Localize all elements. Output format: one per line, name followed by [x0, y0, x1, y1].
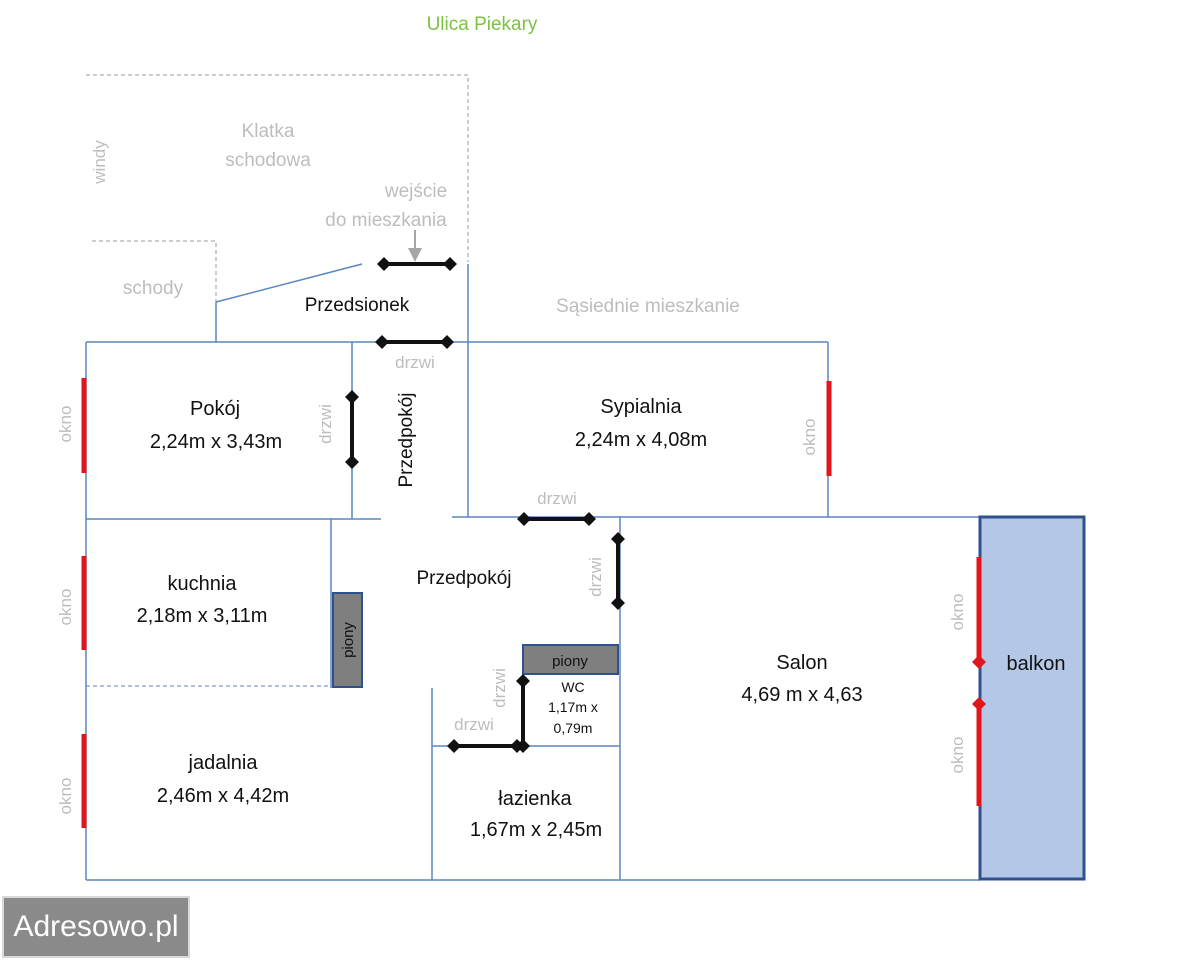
bedroom-name: Sypialnia [600, 396, 682, 418]
vestibule-label: Przedsionek [305, 295, 410, 316]
door-vestibule [375, 335, 454, 349]
door-pokoj [345, 390, 359, 469]
riser-kitchen-label: piony [340, 622, 357, 658]
door-label-vestibule: drzwi [395, 353, 435, 372]
door-label-bathroom: drzwi [454, 715, 494, 734]
wc-size-line2: 0,79m [554, 720, 593, 736]
window-label-bedroom: okno [800, 419, 819, 456]
doors [345, 257, 625, 753]
hall-vertical-label: Przedpokój [396, 392, 417, 487]
window-label-salon-top: okno [948, 594, 967, 631]
salon-name: Salon [776, 652, 827, 674]
watermark-text: Adresowo.pl [13, 910, 179, 943]
window-label-pokoj: okno [56, 406, 75, 443]
stairwell-outline [86, 74, 469, 302]
balcony [978, 515, 1086, 881]
balcony-label: balkon [1007, 653, 1066, 675]
elevators-label: windy [90, 140, 109, 185]
pokoj-size: 2,24m x 3,43m [150, 431, 282, 453]
door-bedroom [517, 512, 596, 526]
kitchen-name: kuchnia [168, 573, 238, 595]
riser-kitchen [332, 592, 363, 688]
door-salon [611, 532, 625, 610]
bathroom-size: 1,67m x 2,45m [470, 819, 602, 841]
wc-size-line1: 1,17m x [548, 699, 598, 715]
window-salon-marker-bottom [972, 697, 986, 711]
door-label-wc: drzwi [490, 668, 509, 708]
hall-label: Przedpokój [416, 568, 511, 589]
windows [81, 378, 986, 828]
stairs-label: schody [123, 278, 184, 299]
bedroom-size: 2,24m x 4,08m [575, 429, 707, 451]
street-label: Ulica Piekary [427, 14, 538, 35]
riser-wc-label: piony [552, 653, 588, 670]
window-label-kitchen: okno [56, 589, 75, 626]
door-entrance [377, 257, 457, 271]
window-salon-marker-top [972, 655, 986, 669]
window-label-dining: okno [56, 778, 75, 815]
door-bathroom [447, 739, 524, 753]
dining-name: jadalnia [188, 752, 259, 774]
stairwell-label-line1: Klatka [242, 121, 295, 142]
entrance-arrow-icon [408, 230, 422, 262]
pokoj-name: Pokój [190, 398, 240, 420]
kitchen-size: 2,18m x 3,11m [137, 605, 268, 627]
neighbor-label: Sąsiednie mieszkanie [556, 296, 740, 317]
dining-size: 2,46m x 4,42m [157, 785, 289, 807]
door-label-bedroom: drzwi [537, 489, 577, 508]
window-label-salon-bottom: okno [948, 737, 967, 774]
salon-size: 4,69 m x 4,63 [741, 684, 862, 706]
door-label-pokoj: drzwi [316, 404, 335, 444]
wc-name: WC [561, 679, 584, 695]
entrance-label-line2: do mieszkania [325, 210, 447, 231]
entrance-label-line1: wejście [384, 181, 447, 202]
riser-wc [522, 644, 619, 675]
watermark: Adresowo.pl [2, 896, 190, 958]
bathroom-name: łazienka [498, 788, 572, 810]
stairwell-label-line2: schodowa [225, 150, 311, 171]
door-label-salon: drzwi [586, 557, 605, 597]
